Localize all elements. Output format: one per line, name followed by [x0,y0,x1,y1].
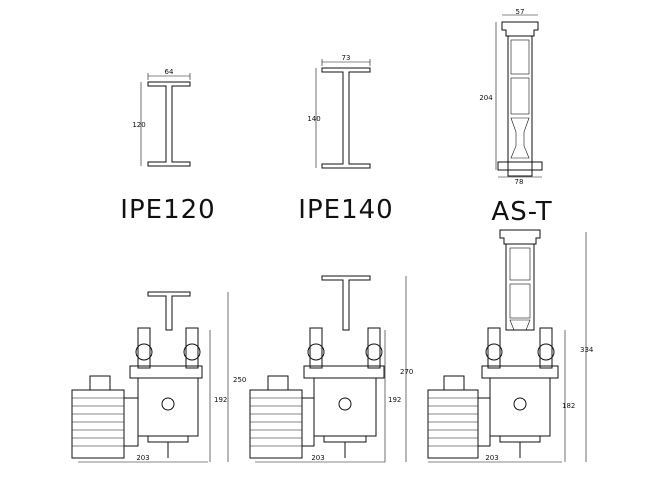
assembly2-width-label: 203 [311,454,324,462]
ast-height-label: 204 [479,94,493,102]
ipe120-height-label: 120 [132,121,145,129]
assembly3-inner-label: 182 [562,402,575,410]
ast-profile: 57 204 78 [479,8,543,186]
ipe120-width-label: 64 [165,68,174,76]
assembly-ipe120: 203 250 192 [71,291,246,463]
assembly3-width-label: 203 [485,454,498,462]
assembly3-overall-label: 334 [580,346,594,354]
ast-title: AS-T [491,197,552,227]
ast-bottom-label: 78 [515,178,524,186]
ipe140-width-label: 73 [342,54,351,62]
ast-top-label: 57 [516,8,525,16]
ipe140-title: IPE140 [298,195,393,225]
assembly1-width-label: 203 [136,454,149,462]
assembly-ipe140: 203 270 192 [249,275,413,463]
ipe140-profile: 73 140 [307,54,371,169]
ipe120-profile: 64 120 [132,68,191,167]
assembly2-inner-label: 192 [388,396,401,404]
ipe140-height-label: 140 [307,115,320,123]
assembly1-overall-label: 250 [233,376,246,384]
assembly-ast: 203 334 182 [427,229,594,463]
assembly1-inner-label: 192 [214,396,227,404]
ipe120-title: IPE120 [120,195,215,225]
assembly2-overall-label: 270 [400,368,413,376]
